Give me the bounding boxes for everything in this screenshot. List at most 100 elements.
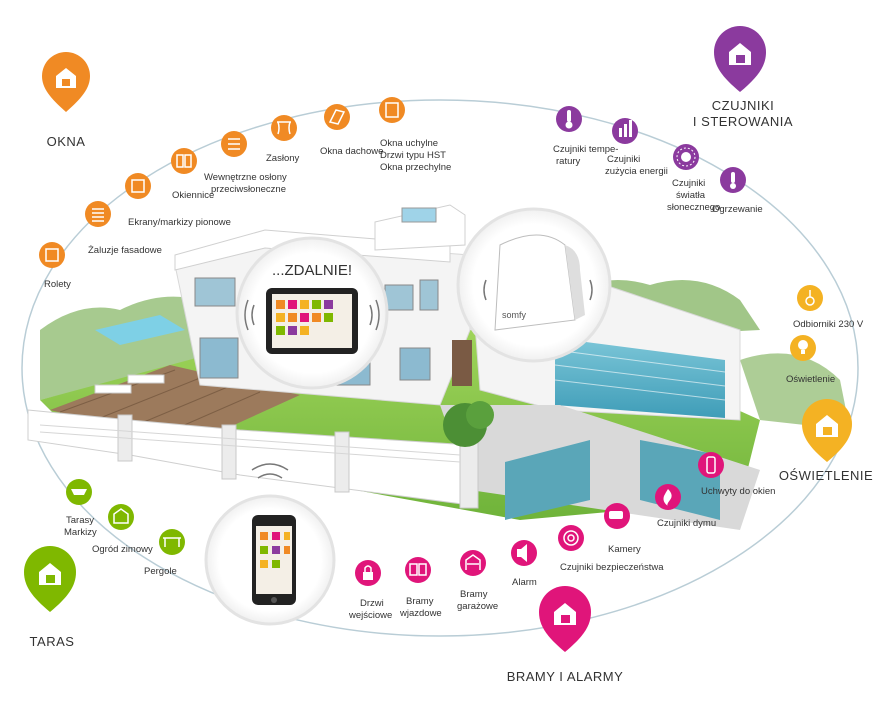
okna-dachowe-label: Okna dachowe: [320, 146, 383, 157]
roller-shutter-icon: [45, 248, 59, 262]
garage-gate-icon: [465, 554, 481, 570]
kamery-label: Kamery: [608, 544, 641, 555]
ogrod-label: Ogród zimowy: [92, 544, 153, 555]
bramy-garazowe-label-1: Bramy: [460, 589, 488, 600]
bramy-garazowe-label-2: garażowe: [457, 601, 498, 612]
item-kamery[interactable]: Kamery: [604, 503, 641, 555]
house-icon: [554, 603, 576, 625]
oslony-label-2: przeciwsłoneczne: [211, 184, 286, 195]
bramy-label: BRAMY I ALARMY: [507, 669, 624, 684]
drzwi-label-1: Drzwi: [360, 598, 384, 609]
speaker-icon: [517, 544, 527, 562]
item-zaslony[interactable]: Zasłony: [266, 115, 300, 164]
camera-icon: [609, 511, 623, 519]
plug-icon: [805, 290, 815, 306]
item-tarasy[interactable]: Tarasy Markizy: [64, 479, 97, 538]
bramy-wjazdowe-label-1: Bramy: [406, 596, 434, 607]
alarm-label: Alarm: [512, 577, 537, 588]
window-handle-icon: [706, 456, 716, 474]
item-odbiorniki[interactable]: Odbiorniki 230 V: [793, 285, 864, 330]
okna-label: OKNA: [47, 134, 86, 149]
item-ogrzewanie[interactable]: Ogrzewanie: [712, 167, 763, 215]
rolety-label: Rolety: [44, 279, 71, 290]
item-czujniki-temperatury[interactable]: Czujniki tempe- ratury: [553, 106, 618, 167]
czujniki-energii-label-2: zużycia energii: [605, 166, 668, 177]
inner-blinds-icon: [228, 138, 240, 150]
okna-uchylne-label-2: Drzwi typu HST: [380, 150, 446, 161]
winter-garden-icon: [113, 508, 129, 524]
oslony-label-1: Wewnętrzne osłony: [204, 172, 287, 183]
oswietlenie-label: OŚWIETLENIE: [779, 468, 873, 483]
curtains-icon: [277, 121, 291, 135]
item-ekrany[interactable]: Ekrany/markizy pionowe: [125, 173, 231, 228]
czujniki-label-2: I STEROWANIA: [693, 114, 793, 129]
okna-uchylne-label-3: Okna przechylne: [380, 162, 451, 173]
item-czujniki-energii[interactable]: Czujniki zużycia energii: [605, 118, 668, 177]
category-czujniki[interactable]: CZUJNIKI I STEROWANIA: [693, 26, 793, 129]
okiennice-label: Okiennice: [172, 190, 214, 201]
item-czujniki-dymu[interactable]: Czujniki dymu: [655, 484, 716, 529]
oswietlenie-item-label: Oświetlenie: [786, 374, 835, 385]
remote-control-magnifier: ...ZDALNIE!: [235, 236, 389, 390]
item-alarm[interactable]: Alarm: [511, 540, 537, 588]
house-icon: [729, 43, 751, 65]
tilt-window-icon: [385, 102, 399, 118]
czujniki-swiatla-label-2: światła: [676, 190, 706, 201]
entry-gate-icon: [409, 563, 427, 576]
motion-sensor-icon: [563, 530, 579, 546]
awning-icon: [71, 489, 87, 495]
roof-window-icon: [328, 109, 346, 125]
category-oswietlenie[interactable]: OŚWIETLENIE: [779, 399, 873, 483]
house-icon: [816, 415, 838, 437]
item-okiennice[interactable]: Okiennice: [171, 148, 214, 201]
czujniki-energii-label-1: Czujniki: [607, 154, 640, 165]
house-icon: [56, 68, 76, 88]
bulb-icon: [798, 340, 808, 354]
uchwyty-label: Uchwyty do okien: [701, 486, 775, 497]
energy-bars-icon: [619, 120, 632, 137]
smoke-flame-icon: [663, 489, 672, 506]
bramy-wjazdowe-label-2: wjazdowe: [399, 608, 442, 619]
screen-icon: [131, 179, 145, 193]
czujniki-bezp-label: Czujniki bezpieczeństwa: [560, 562, 664, 573]
item-rolety[interactable]: Rolety: [39, 242, 71, 290]
ekrany-label: Ekrany/markizy pionowe: [128, 217, 231, 228]
smartphone-magnifier: [204, 463, 336, 626]
item-ogrod-zimowy[interactable]: Ogród zimowy: [92, 504, 153, 555]
lock-icon: [363, 565, 373, 580]
zaslony-label: Zasłony: [266, 153, 300, 164]
odbiorniki-label: Odbiorniki 230 V: [793, 319, 864, 330]
house-scene: [27, 204, 850, 530]
heating-thermometer-icon: [730, 172, 736, 189]
item-oslony[interactable]: Wewnętrzne osłony przeciwsłoneczne: [204, 131, 287, 195]
somfy-brand: somfy: [502, 310, 527, 320]
item-czujniki-bezpieczenstwa[interactable]: Czujniki bezpieczeństwa: [558, 525, 664, 573]
czujniki-temp-label-1: Czujniki tempe-: [553, 144, 618, 155]
tarasy-label-2: Markizy: [64, 527, 97, 538]
somfy-box-magnifier: somfy: [456, 207, 612, 363]
item-bramy-garazowe[interactable]: Bramy garażowe: [457, 550, 498, 612]
item-bramy-wjazdowe[interactable]: Bramy wjazdowe: [399, 557, 442, 619]
czujniki-label-1: CZUJNIKI: [712, 98, 775, 113]
czujniki-temp-label-2: ratury: [556, 156, 581, 167]
okna-uchylne-label-1: Okna uchylne: [380, 138, 438, 149]
item-oswietlenie[interactable]: Oświetlenie: [786, 335, 835, 385]
item-czujniki-swiatla[interactable]: Czujniki światła słonecznego: [667, 144, 720, 213]
item-okna-dachowe[interactable]: Okna dachowe: [320, 104, 383, 157]
category-okna[interactable]: OKNA: [42, 52, 90, 149]
category-taras[interactable]: TARAS: [24, 546, 76, 649]
item-okna-uchylne[interactable]: Okna uchylne Drzwi typu HST Okna przechy…: [379, 97, 451, 173]
taras-label: TARAS: [30, 634, 75, 649]
item-drzwi[interactable]: Drzwi wejściowe: [348, 560, 392, 621]
item-pergole[interactable]: Pergole: [144, 529, 185, 577]
zdalnie-label: ...ZDALNIE!: [272, 262, 352, 279]
item-zaluzje[interactable]: Żaluzje fasadowe: [85, 201, 162, 256]
thermometer-icon: [565, 110, 573, 129]
czujniki-swiatla-label-3: słonecznego: [667, 202, 720, 213]
category-bramy[interactable]: BRAMY I ALARMY: [507, 586, 624, 684]
ogrzewanie-label: Ogrzewanie: [712, 204, 763, 215]
czujniki-dymu-label: Czujniki dymu: [657, 518, 716, 529]
item-uchwyty[interactable]: Uchwyty do okien: [698, 452, 775, 497]
